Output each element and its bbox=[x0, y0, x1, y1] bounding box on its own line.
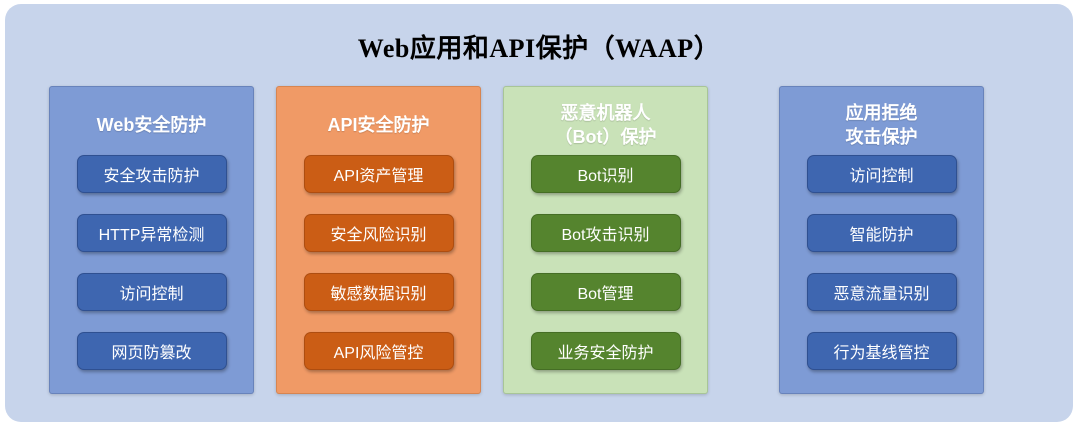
column-header-web-security: Web安全防护 bbox=[96, 114, 207, 135]
feature-box: 网页防篡改 bbox=[76, 332, 227, 370]
column-api-security: API安全防护 API资产管理 安全风险识别 敏感数据识别 API风险管控 bbox=[276, 86, 481, 394]
feature-box: API风险管控 bbox=[303, 332, 454, 370]
feature-box: HTTP异常检测 bbox=[76, 214, 227, 252]
feature-box: 恶意流量识别 bbox=[806, 273, 957, 311]
feature-box: 访问控制 bbox=[76, 273, 227, 311]
column-items-app-dos-protection: 访问控制 智能防护 恶意流量识别 行为基线管控 bbox=[780, 155, 983, 370]
feature-box: Bot识别 bbox=[530, 155, 681, 193]
diagram-title: Web应用和API保护（WAAP） bbox=[357, 34, 721, 63]
column-app-dos-protection: 应用拒绝 攻击保护 访问控制 智能防护 恶意流量识别 行为基线管控 bbox=[779, 86, 984, 394]
feature-box: Bot管理 bbox=[530, 273, 681, 311]
feature-box: API资产管理 bbox=[303, 155, 454, 193]
feature-box: 业务安全防护 bbox=[530, 332, 681, 370]
column-items-bot-protection: Bot识别 Bot攻击识别 Bot管理 业务安全防护 bbox=[504, 155, 707, 370]
waap-diagram-panel: Web应用和API保护（WAAP） Web安全防护 安全攻击防护 HTTP异常检… bbox=[5, 4, 1073, 422]
feature-box: 安全攻击防护 bbox=[76, 155, 227, 193]
column-items-api-security: API资产管理 安全风险识别 敏感数据识别 API风险管控 bbox=[277, 155, 480, 370]
feature-box: 访问控制 bbox=[806, 155, 957, 193]
feature-box: Bot攻击识别 bbox=[530, 214, 681, 252]
column-header-app-dos-protection: 应用拒绝 攻击保护 bbox=[845, 102, 918, 147]
feature-box: 智能防护 bbox=[806, 214, 957, 252]
column-bot-protection: 恶意机器人 （Bot）保护 Bot识别 Bot攻击识别 Bot管理 业务安全防护 bbox=[503, 86, 708, 394]
column-header-bot-protection: 恶意机器人 （Bot）保护 bbox=[554, 102, 657, 147]
feature-box: 行为基线管控 bbox=[806, 332, 957, 370]
feature-box: 安全风险识别 bbox=[303, 214, 454, 252]
feature-box: 敏感数据识别 bbox=[303, 273, 454, 311]
column-web-security: Web安全防护 安全攻击防护 HTTP异常检测 访问控制 网页防篡改 bbox=[49, 86, 254, 394]
column-items-web-security: 安全攻击防护 HTTP异常检测 访问控制 网页防篡改 bbox=[50, 155, 253, 370]
column-header-api-security: API安全防护 bbox=[327, 114, 430, 135]
columns-row: Web安全防护 安全攻击防护 HTTP异常检测 访问控制 网页防篡改 API安全… bbox=[49, 86, 984, 394]
